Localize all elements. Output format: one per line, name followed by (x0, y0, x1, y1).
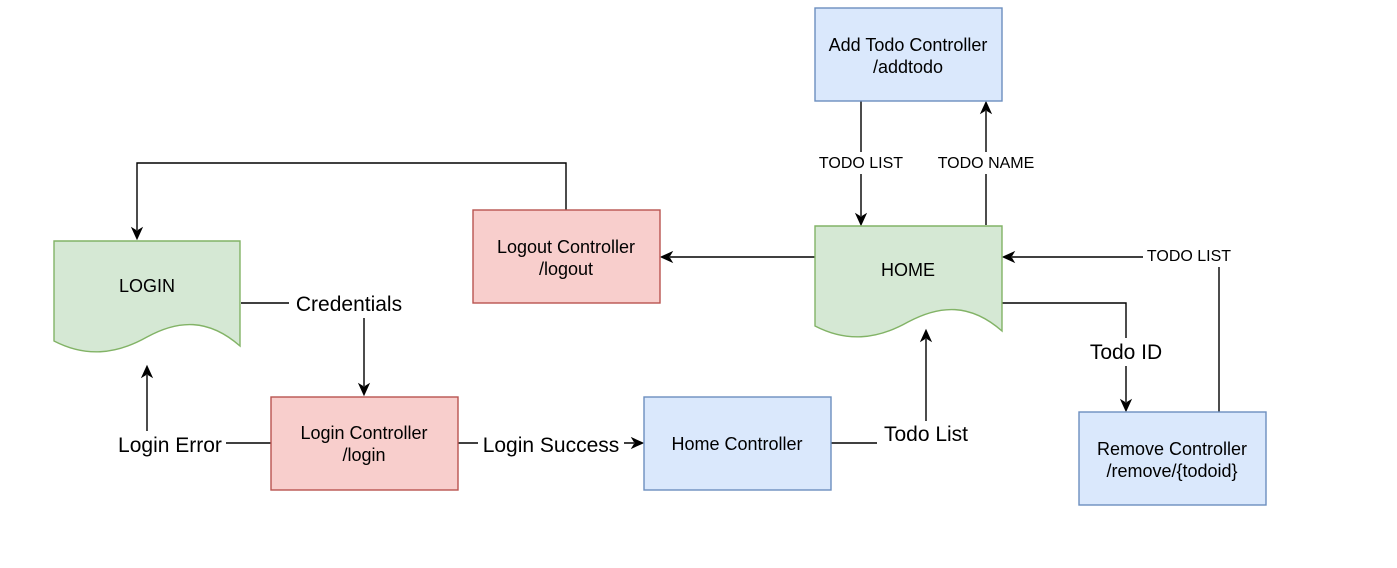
edge-remove-to-home (1001, 250, 1220, 412)
edge-label-credentials: Credentials (296, 293, 402, 316)
edge-home-to-logout (659, 250, 815, 264)
node-login-page[interactable]: LOGIN (53, 240, 241, 353)
edge-label-todo-list-home: Todo List (884, 423, 968, 446)
node-remove-controller[interactable]: Remove Controller /remove/{todoid} (1078, 411, 1267, 506)
home-controller-title: Home Controller (671, 434, 802, 454)
remove-controller-title: Remove Controller (1097, 439, 1247, 459)
home-page-label: HOME (881, 260, 935, 280)
node-login-controller[interactable]: Login Controller /login (270, 396, 459, 491)
edge-logout-to-login (130, 162, 567, 241)
remove-controller-route: /remove/{todoid} (1106, 461, 1237, 481)
node-home-page[interactable]: HOME (814, 225, 1003, 338)
logout-controller-title: Logout Controller (497, 237, 635, 257)
node-home-controller[interactable]: Home Controller (643, 396, 832, 491)
edge-home-to-remove (1002, 302, 1133, 413)
edge-label-login-error: Login Error (118, 434, 222, 457)
edge-label-todo-name: TODO NAME (938, 155, 1035, 172)
edge-label-login-success: Login Success (483, 434, 620, 457)
node-logout-controller[interactable]: Logout Controller /logout (472, 209, 661, 304)
edge-label-todo-list-return: TODO LIST (1147, 248, 1231, 265)
add-todo-controller-title: Add Todo Controller (829, 35, 988, 55)
edge-label-todo-id: Todo ID (1090, 341, 1162, 364)
login-controller-title: Login Controller (300, 423, 427, 443)
edge-label-todo-list-down: TODO LIST (819, 155, 903, 172)
login-page-label: LOGIN (119, 276, 175, 296)
add-todo-controller-route: /addtodo (873, 57, 943, 77)
logout-controller-route: /logout (539, 259, 593, 279)
login-controller-route: /login (342, 445, 385, 465)
node-add-todo-controller[interactable]: Add Todo Controller /addtodo (814, 7, 1003, 102)
